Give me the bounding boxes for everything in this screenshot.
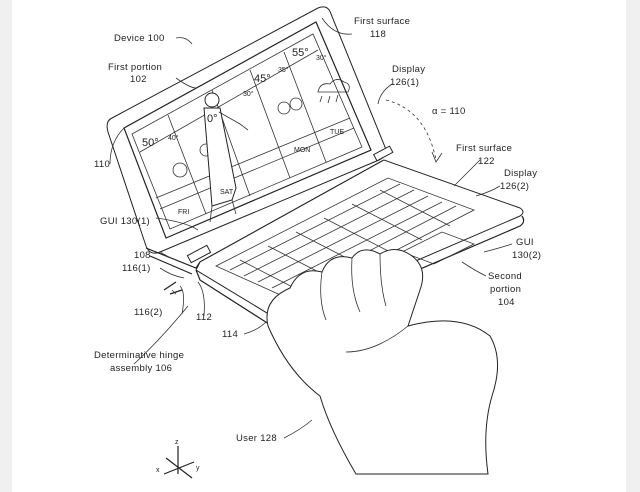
label-ref-116-1: 116(1) [122, 263, 151, 274]
temp-2: 0° [207, 113, 218, 125]
label-ref-114: 114 [222, 329, 238, 340]
label-hinge-2: assembly 106 [110, 363, 172, 374]
rotation-arrow-1 [163, 281, 177, 291]
temp-6-small: 30° [316, 54, 327, 62]
user-hand [266, 249, 498, 475]
label-display-2-num: 126(2) [500, 181, 529, 192]
day-fri: FRI [178, 209, 189, 216]
label-display-2: Display [504, 168, 537, 179]
label-hinge-1: Determinative hinge [94, 350, 184, 361]
label-ref-122: 122 [478, 156, 495, 167]
day-mon: MON [294, 147, 310, 154]
presenter-figure [203, 92, 249, 223]
label-second-portion: Second [488, 271, 522, 282]
temp-1: 50° [142, 137, 159, 149]
label-ref-104: 104 [498, 297, 515, 308]
label-device: Device 100 [114, 33, 165, 44]
axis-indicator: z x y [156, 439, 200, 479]
label-ref-110: 110 [94, 159, 110, 170]
rotation-arrow-2 [169, 289, 183, 295]
day-tue: TUE [330, 129, 344, 136]
label-user: User 128 [236, 433, 277, 444]
label-gui-2: GUI [516, 237, 534, 248]
axis-z-label: z [175, 439, 179, 446]
label-gui-1: GUI 130(1) [100, 216, 150, 227]
label-second-portion-2: portion [490, 284, 521, 295]
angle-arc [385, 99, 437, 161]
label-first-surface-top: First surface [354, 16, 410, 27]
temp-5: 55° [292, 47, 309, 59]
label-ref-112: 112 [196, 312, 212, 323]
label-ref-118: 118 [370, 29, 386, 40]
label-first-portion: First portion [108, 62, 162, 73]
axis-x-label: x [156, 467, 160, 474]
label-alpha: α = 110 [432, 106, 466, 117]
label-ref-108: 108 [134, 250, 151, 261]
temp-3-small: 30° [243, 90, 254, 98]
label-display-1-num: 126(1) [390, 77, 419, 88]
temp-1-small: 40° [168, 134, 179, 142]
label-ref-116-2: 116(2) [134, 307, 163, 318]
angle-arrow [431, 151, 443, 163]
first-portion-screen: 50° 40° 0° 45° 30° 35° 55° 30° FRI SAT M… [106, 6, 387, 254]
axis-y-label: y [196, 465, 200, 472]
label-gui-2-num: 130(2) [512, 250, 541, 261]
label-display-1: Display [392, 64, 425, 75]
temp-4-small: 35° [278, 66, 289, 74]
label-ref-102: 102 [130, 74, 147, 85]
day-sat: SAT [220, 189, 234, 196]
temp-3: 45° [254, 73, 271, 85]
label-first-surface-mid: First surface [456, 143, 512, 154]
leader-lines [109, 17, 513, 439]
